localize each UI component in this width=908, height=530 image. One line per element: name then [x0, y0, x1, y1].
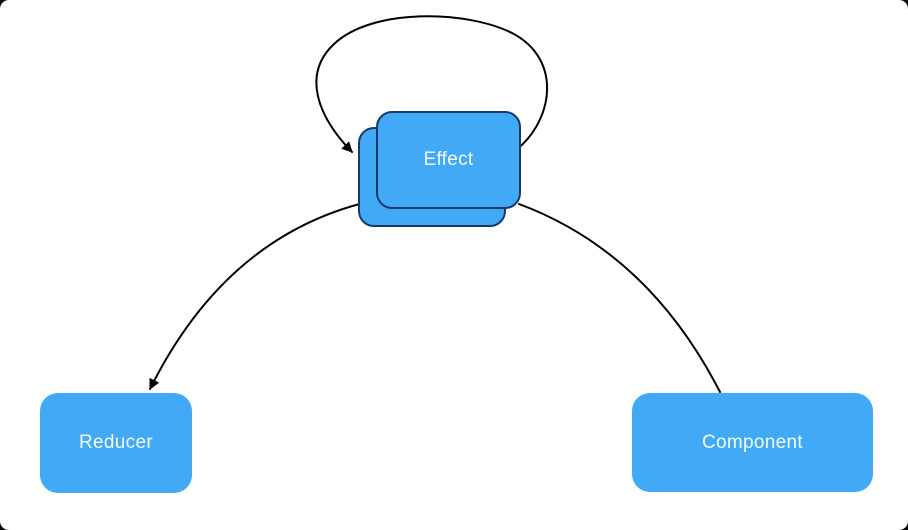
effect-self-loop-arrow: [315, 15, 549, 153]
component-node-label: Component: [702, 431, 803, 453]
effect-node-label: Effect: [423, 149, 474, 170]
component-to-effect-edge: [518, 203, 721, 393]
component-node[interactable]: Component: [632, 393, 873, 492]
reducer-node[interactable]: Reducer: [40, 393, 192, 493]
effect-to-reducer-arrow: [149, 199, 377, 390]
effect-node[interactable]: Effect: [376, 111, 521, 209]
reducer-node-label: Reducer: [79, 432, 153, 453]
